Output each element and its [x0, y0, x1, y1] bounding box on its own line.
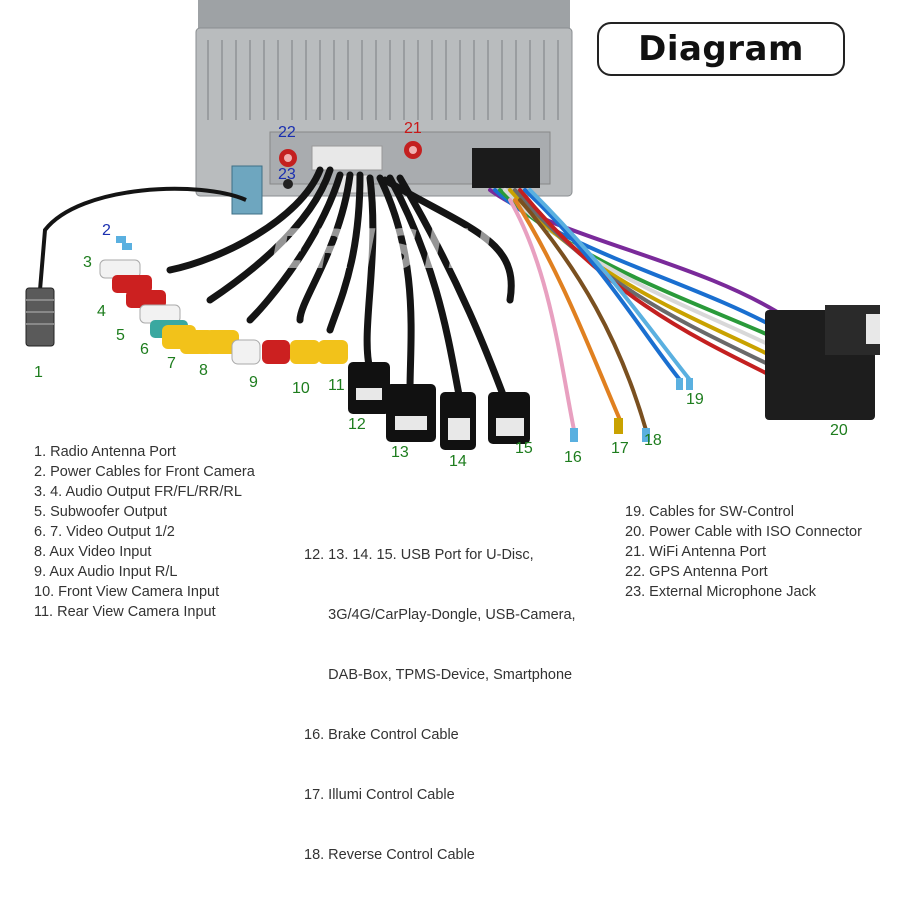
chassis-vents — [207, 40, 559, 120]
marker-23: 23 — [278, 166, 296, 183]
legend-item: 8. Aux Video Input — [34, 544, 152, 560]
legend-item: 5. Subwoofer Output — [34, 504, 167, 520]
page-title: Diagram — [638, 29, 804, 69]
legend-item: 23. External Microphone Jack — [625, 584, 817, 600]
legend-column-3: 19. Cables for SW-Control 20. Power Cabl… — [625, 502, 862, 602]
legend-item: 17. Illumi Control Cable — [304, 787, 455, 803]
legend-item: 21. WiFi Antenna Port — [625, 544, 767, 560]
marker-6: 6 — [140, 341, 149, 358]
marker-19: 19 — [686, 391, 704, 408]
legend-item: 9. Aux Audio Input R/L — [34, 564, 178, 580]
marker-8: 8 — [199, 362, 208, 379]
legend-item: 12. 13. 14. 15. USB Port for U-Disc, — [304, 547, 534, 563]
marker-2: 2 — [102, 222, 111, 239]
legend-item: 10. Front View Camera Input — [34, 584, 220, 600]
legend-item: 20. Power Cable with ISO Connector — [625, 524, 862, 540]
rca-plugs — [99, 259, 348, 365]
marker-20: 20 — [830, 422, 848, 439]
wiring-diagram: ERISIN Diagram 1 2 3 4 5 6 7 8 9 10 11 1… — [25, 0, 880, 863]
legend-item: 6. 7. Video Output 1/2 — [34, 524, 175, 540]
marker-11: 11 — [328, 377, 345, 394]
legend-item: 2. Power Cables for Front Camera — [34, 464, 255, 480]
marker-7: 7 — [167, 355, 176, 372]
marker-5: 5 — [116, 327, 125, 344]
legend-item: 1. Radio Antenna Port — [34, 444, 176, 460]
marker-18: 18 — [644, 432, 662, 449]
legend-item: 11. Rear View Camera Input — [34, 604, 216, 620]
antenna-plug — [25, 287, 55, 347]
marker-17: 17 — [611, 440, 629, 457]
legend-item: 18. Reverse Control Cable — [304, 847, 475, 863]
legend-column-2: 12. 13. 14. 15. USB Port for U-Disc, 3G/… — [304, 505, 576, 905]
legend-item: DAB-Box, TPMS-Device, Smartphone — [304, 667, 573, 683]
marker-13: 13 — [391, 444, 409, 461]
brand-watermark: ERISIN — [270, 218, 497, 281]
legend-item: 3. 4. Audio Output FR/FL/RR/RL — [34, 484, 242, 500]
usb-ports — [348, 362, 530, 450]
marker-12: 12 — [348, 416, 366, 433]
reverse-wire-tip — [642, 428, 650, 442]
legend-item: 3G/4G/CarPlay-Dongle, USB-Camera, — [304, 607, 576, 623]
cable-bundle — [166, 166, 515, 404]
marker-21: 21 — [404, 120, 422, 137]
front-camera-power-tip — [116, 236, 126, 243]
legend-column-1: 1. Radio Antenna Port 2. Power Cables fo… — [34, 442, 255, 622]
mic-jack — [283, 179, 293, 189]
diagram-illustration — [25, 0, 880, 450]
white-connector — [311, 145, 383, 171]
antenna-cable — [38, 186, 247, 291]
marker-16: 16 — [564, 449, 582, 466]
marker-1: 1 — [34, 364, 43, 381]
chassis-top — [198, 0, 570, 30]
iso-wires — [488, 188, 792, 432]
marker-4: 4 — [97, 303, 106, 320]
marker-9: 9 — [249, 374, 258, 391]
title-box: Diagram — [597, 22, 845, 76]
chassis-iso-socket — [472, 148, 540, 188]
marker-15: 15 — [515, 440, 533, 457]
marker-14: 14 — [449, 453, 467, 470]
brake-wire-tip — [570, 428, 578, 442]
marker-22: 22 — [278, 124, 296, 141]
marker-10: 10 — [292, 380, 310, 397]
marker-3: 3 — [83, 254, 92, 271]
legend-item: 22. GPS Antenna Port — [625, 564, 768, 580]
legend-item: 19. Cables for SW-Control — [625, 504, 794, 520]
illumi-wire-tip — [614, 418, 623, 434]
legend-item: 16. Brake Control Cable — [304, 727, 459, 743]
sw-control-wire-tips — [686, 378, 693, 390]
fakra-connector — [231, 165, 263, 215]
